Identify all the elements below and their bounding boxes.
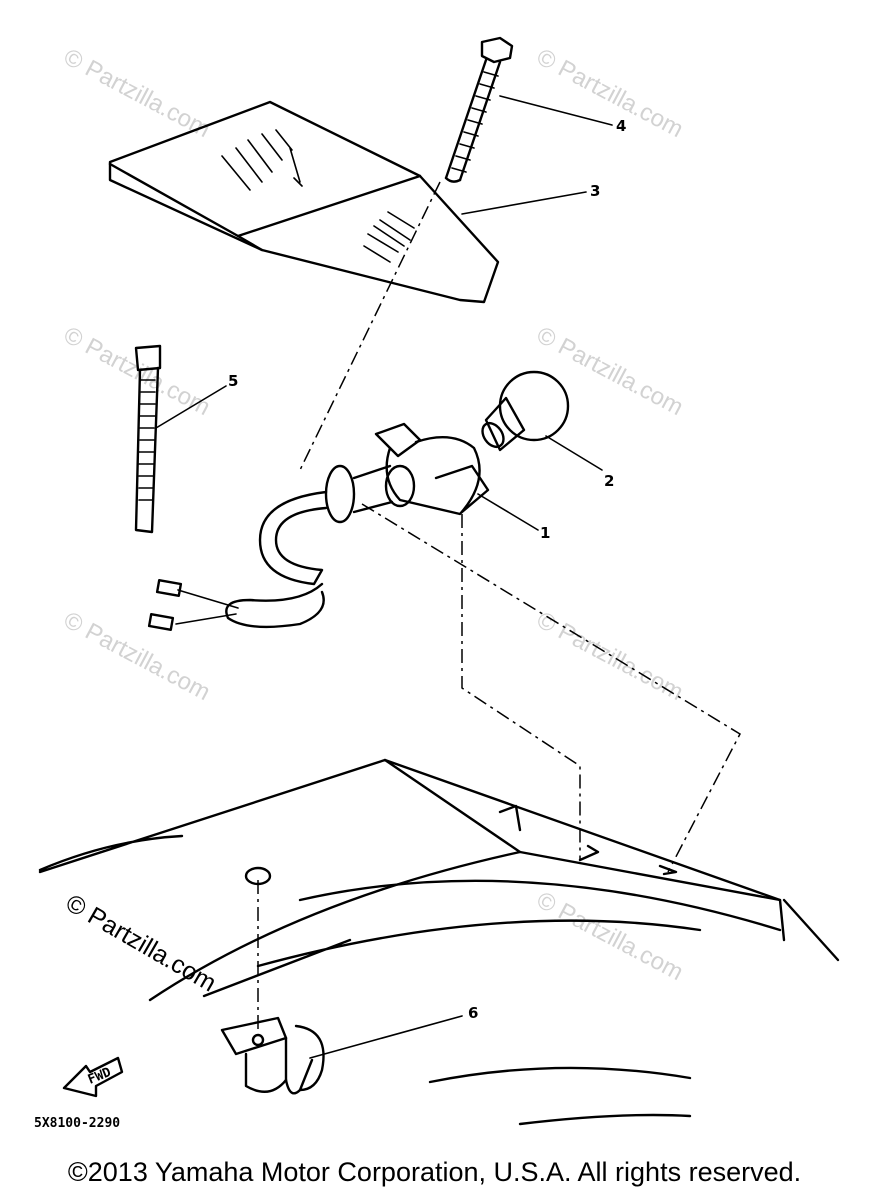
lens-cover-part bbox=[108, 100, 587, 304]
bracket-part bbox=[220, 1015, 463, 1095]
cable-tie-part bbox=[134, 344, 227, 534]
socket-assembly-part bbox=[147, 422, 539, 632]
callout-4: 4 bbox=[616, 117, 626, 135]
part-code: 5X8100-2290 bbox=[34, 1116, 120, 1131]
watermark-text: © Partzilla.com bbox=[532, 321, 687, 421]
callout-6: 6 bbox=[468, 1004, 478, 1022]
fwd-arrow: FWD bbox=[62, 1056, 124, 1098]
assembly-lines bbox=[257, 181, 741, 1032]
copyright-footer: ©2013 Yamaha Motor Corporation, U.S.A. A… bbox=[67, 1157, 802, 1187]
callout-3: 3 bbox=[590, 182, 600, 200]
fwd-label: FWD bbox=[86, 1065, 114, 1088]
watermark-text: © Partzilla.com bbox=[532, 43, 687, 143]
hull-panel bbox=[38, 758, 840, 1126]
callout-2: 2 bbox=[604, 472, 614, 490]
screw-part bbox=[444, 36, 613, 183]
callout-1: 1 bbox=[540, 524, 550, 542]
bulb-part bbox=[481, 370, 603, 471]
watermark-text: © Partzilla.com bbox=[59, 43, 214, 143]
callout-5: 5 bbox=[228, 372, 238, 390]
callout-labels: 4 3 5 2 1 6 bbox=[228, 117, 626, 1022]
watermark-text: © Partzilla.com bbox=[61, 889, 221, 997]
